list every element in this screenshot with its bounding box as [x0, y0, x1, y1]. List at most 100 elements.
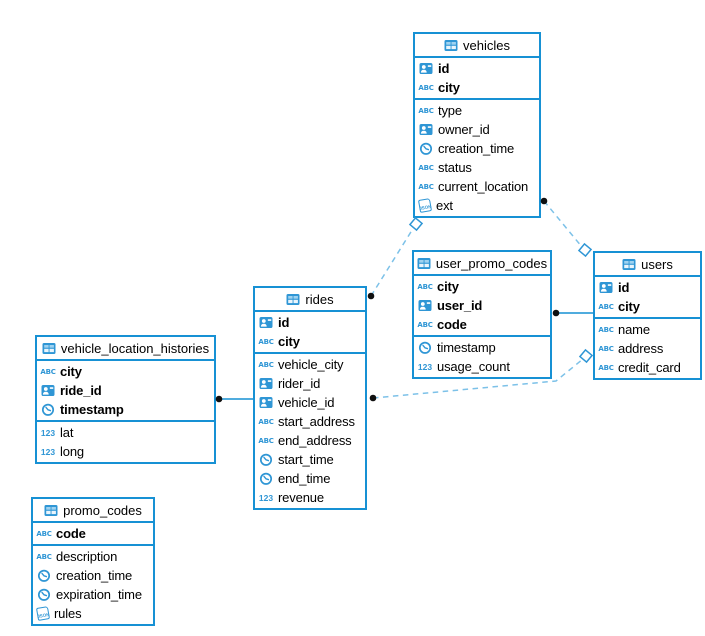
- column-row[interactable]: ABC code: [414, 315, 550, 334]
- table-rides-header[interactable]: rides: [255, 288, 365, 312]
- column-name: status: [438, 160, 472, 175]
- column-name: long: [60, 444, 84, 459]
- number-type-icon: 123: [40, 427, 56, 438]
- column-row[interactable]: ABC type: [415, 101, 539, 120]
- column-name: end_time: [278, 471, 331, 486]
- column-row[interactable]: timestamp: [37, 400, 214, 419]
- column-row[interactable]: expiration_time: [33, 585, 153, 604]
- relationship-user-promo-codes-users[interactable]: [552, 309, 593, 317]
- column-row[interactable]: 123 lat: [37, 423, 214, 442]
- column-row[interactable]: owner_id: [415, 120, 539, 139]
- string-type-icon: ABC: [598, 302, 614, 311]
- table-title: user_promo_codes: [435, 255, 548, 271]
- column-row[interactable]: 123 long: [37, 442, 214, 461]
- table-vehicle-location-histories[interactable]: vehicle_location_histories ABC city ride…: [35, 335, 216, 464]
- user-id-icon: [259, 396, 273, 409]
- table-title: vehicles: [463, 37, 510, 53]
- column-row[interactable]: end_time: [255, 469, 365, 488]
- column-row[interactable]: creation_time: [33, 566, 153, 585]
- string-type-icon: ABC: [598, 325, 614, 334]
- json-type-icon: JSON: [35, 606, 51, 621]
- clock-icon: [37, 569, 51, 582]
- column-row[interactable]: ABC address: [595, 339, 700, 358]
- column-row[interactable]: JSON ext: [415, 196, 539, 215]
- string-type-icon: ABC: [418, 182, 434, 191]
- column-row[interactable]: ABC credit_card: [595, 358, 700, 377]
- column-name: expiration_time: [56, 587, 142, 602]
- column-name: type: [438, 103, 462, 118]
- columns-section: ABC vehicle_city rider_id vehicle_id ABC…: [255, 352, 365, 508]
- column-name: vehicle_city: [278, 357, 344, 372]
- column-name: current_location: [438, 179, 529, 194]
- user-id-icon: [259, 316, 273, 329]
- string-type-icon: ABC: [598, 344, 614, 353]
- column-row[interactable]: ABC description: [33, 547, 153, 566]
- column-row[interactable]: creation_time: [415, 139, 539, 158]
- table-title: users: [641, 256, 673, 272]
- column-row[interactable]: ride_id: [37, 381, 214, 400]
- string-type-icon: ABC: [36, 552, 52, 561]
- string-type-icon: ABC: [417, 320, 433, 329]
- user-id-icon: [41, 384, 55, 397]
- column-name: ride_id: [60, 383, 102, 398]
- column-name: city: [438, 80, 460, 95]
- table-promo-codes-header[interactable]: promo_codes: [33, 499, 153, 523]
- column-row[interactable]: ABC city: [415, 78, 539, 97]
- column-row[interactable]: 123 usage_count: [414, 357, 550, 376]
- column-row[interactable]: ABC city: [255, 332, 365, 351]
- table-promo-codes[interactable]: promo_codes ABC code ABC description cre…: [31, 497, 155, 626]
- column-row[interactable]: id: [415, 59, 539, 78]
- column-name: vehicle_id: [278, 395, 335, 410]
- table-users[interactable]: users id ABC city ABC name ABC address A…: [593, 251, 702, 380]
- columns-section: ABC name ABC address ABC credit_card: [595, 317, 700, 378]
- column-name: start_address: [278, 414, 355, 429]
- table-vehicles-header[interactable]: vehicles: [415, 34, 539, 58]
- column-name: user_id: [437, 298, 483, 313]
- string-type-icon: ABC: [418, 106, 434, 115]
- column-name: name: [618, 322, 650, 337]
- column-row[interactable]: ABC start_address: [255, 412, 365, 431]
- column-name: id: [618, 280, 630, 295]
- table-user-promo-codes[interactable]: user_promo_codes ABC city user_id ABC co…: [412, 250, 552, 379]
- column-row[interactable]: ABC name: [595, 320, 700, 339]
- column-name: credit_card: [618, 360, 681, 375]
- table-title: promo_codes: [63, 502, 142, 518]
- column-row[interactable]: rider_id: [255, 374, 365, 393]
- user-id-icon: [419, 123, 433, 136]
- relationship-vehicle-location-histories-rides[interactable]: [215, 395, 253, 403]
- table-icon: [44, 504, 58, 517]
- table-vehicles[interactable]: vehicles id ABC city ABC type owner_id c…: [413, 32, 541, 218]
- relationship-vehicles-users[interactable]: [540, 197, 593, 258]
- table-users-header[interactable]: users: [595, 253, 700, 277]
- column-row[interactable]: ABC city: [414, 277, 550, 296]
- column-name: city: [618, 299, 640, 314]
- column-row[interactable]: ABC current_location: [415, 177, 539, 196]
- column-row[interactable]: user_id: [414, 296, 550, 315]
- column-row[interactable]: ABC end_address: [255, 431, 365, 450]
- clock-icon: [418, 341, 432, 354]
- string-type-icon: ABC: [598, 363, 614, 372]
- table-user-promo-codes-header[interactable]: user_promo_codes: [414, 252, 550, 276]
- column-row[interactable]: ABC vehicle_city: [255, 355, 365, 374]
- column-row[interactable]: ABC city: [37, 362, 214, 381]
- column-row[interactable]: 123 revenue: [255, 488, 365, 507]
- column-row[interactable]: start_time: [255, 450, 365, 469]
- column-row[interactable]: JSON rules: [33, 604, 153, 623]
- column-row[interactable]: id: [595, 278, 700, 297]
- number-type-icon: 123: [417, 361, 433, 372]
- column-name: timestamp: [60, 402, 124, 417]
- column-row[interactable]: ABC city: [595, 297, 700, 316]
- column-row[interactable]: ABC status: [415, 158, 539, 177]
- column-name: city: [278, 334, 300, 349]
- column-name: description: [56, 549, 118, 564]
- column-row[interactable]: timestamp: [414, 338, 550, 357]
- table-rides[interactable]: rides id ABC city ABC vehicle_city rider…: [253, 286, 367, 510]
- table-title: vehicle_location_histories: [60, 340, 210, 356]
- table-vehicle-location-histories-header[interactable]: vehicle_location_histories: [37, 337, 214, 361]
- column-name: id: [438, 61, 450, 76]
- column-row[interactable]: vehicle_id: [255, 393, 365, 412]
- column-row[interactable]: ABC code: [33, 524, 153, 543]
- column-name: code: [437, 317, 467, 332]
- column-row[interactable]: id: [255, 313, 365, 332]
